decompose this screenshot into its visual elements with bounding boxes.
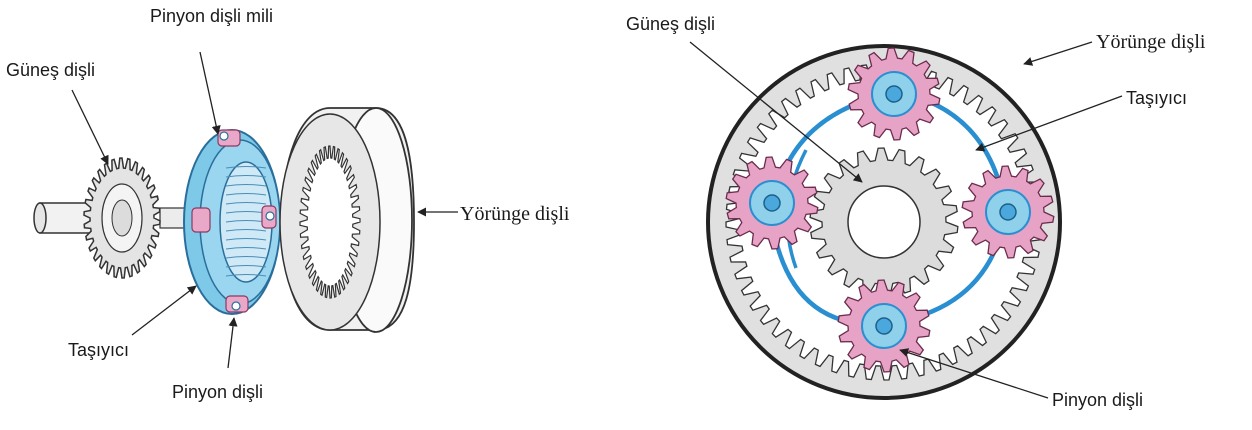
front-view: Güneş dişli Yörünge dişli Taşıyıcı Pinyo… xyxy=(626,14,1206,410)
label-carrier-right: Taşıyıcı xyxy=(1126,88,1187,108)
label-sun-gear-left: Güneş dişli xyxy=(6,60,95,80)
carrier-assembly xyxy=(184,130,280,314)
label-carrier-left: Taşıyıcı xyxy=(68,340,129,360)
ring-gear-left xyxy=(280,108,414,332)
label-pinion-gear-right: Pinyon dişli xyxy=(1052,390,1143,410)
label-pinion-shaft: Pinyon dişli mili xyxy=(150,6,273,26)
exploded-view: Pinyon dişli mili Güneş dişli Yörünge di… xyxy=(6,6,570,402)
sun-gear-bore xyxy=(848,186,920,258)
label-ring-gear-left: Yörünge dişli xyxy=(460,203,570,225)
label-sun-gear-right: Güneş dişli xyxy=(626,14,715,34)
sun-gear-left xyxy=(84,158,160,278)
label-pinion-gear-left: Pinyon dişli xyxy=(172,382,263,402)
label-ring-gear-right: Yörünge dişli xyxy=(1096,31,1206,53)
